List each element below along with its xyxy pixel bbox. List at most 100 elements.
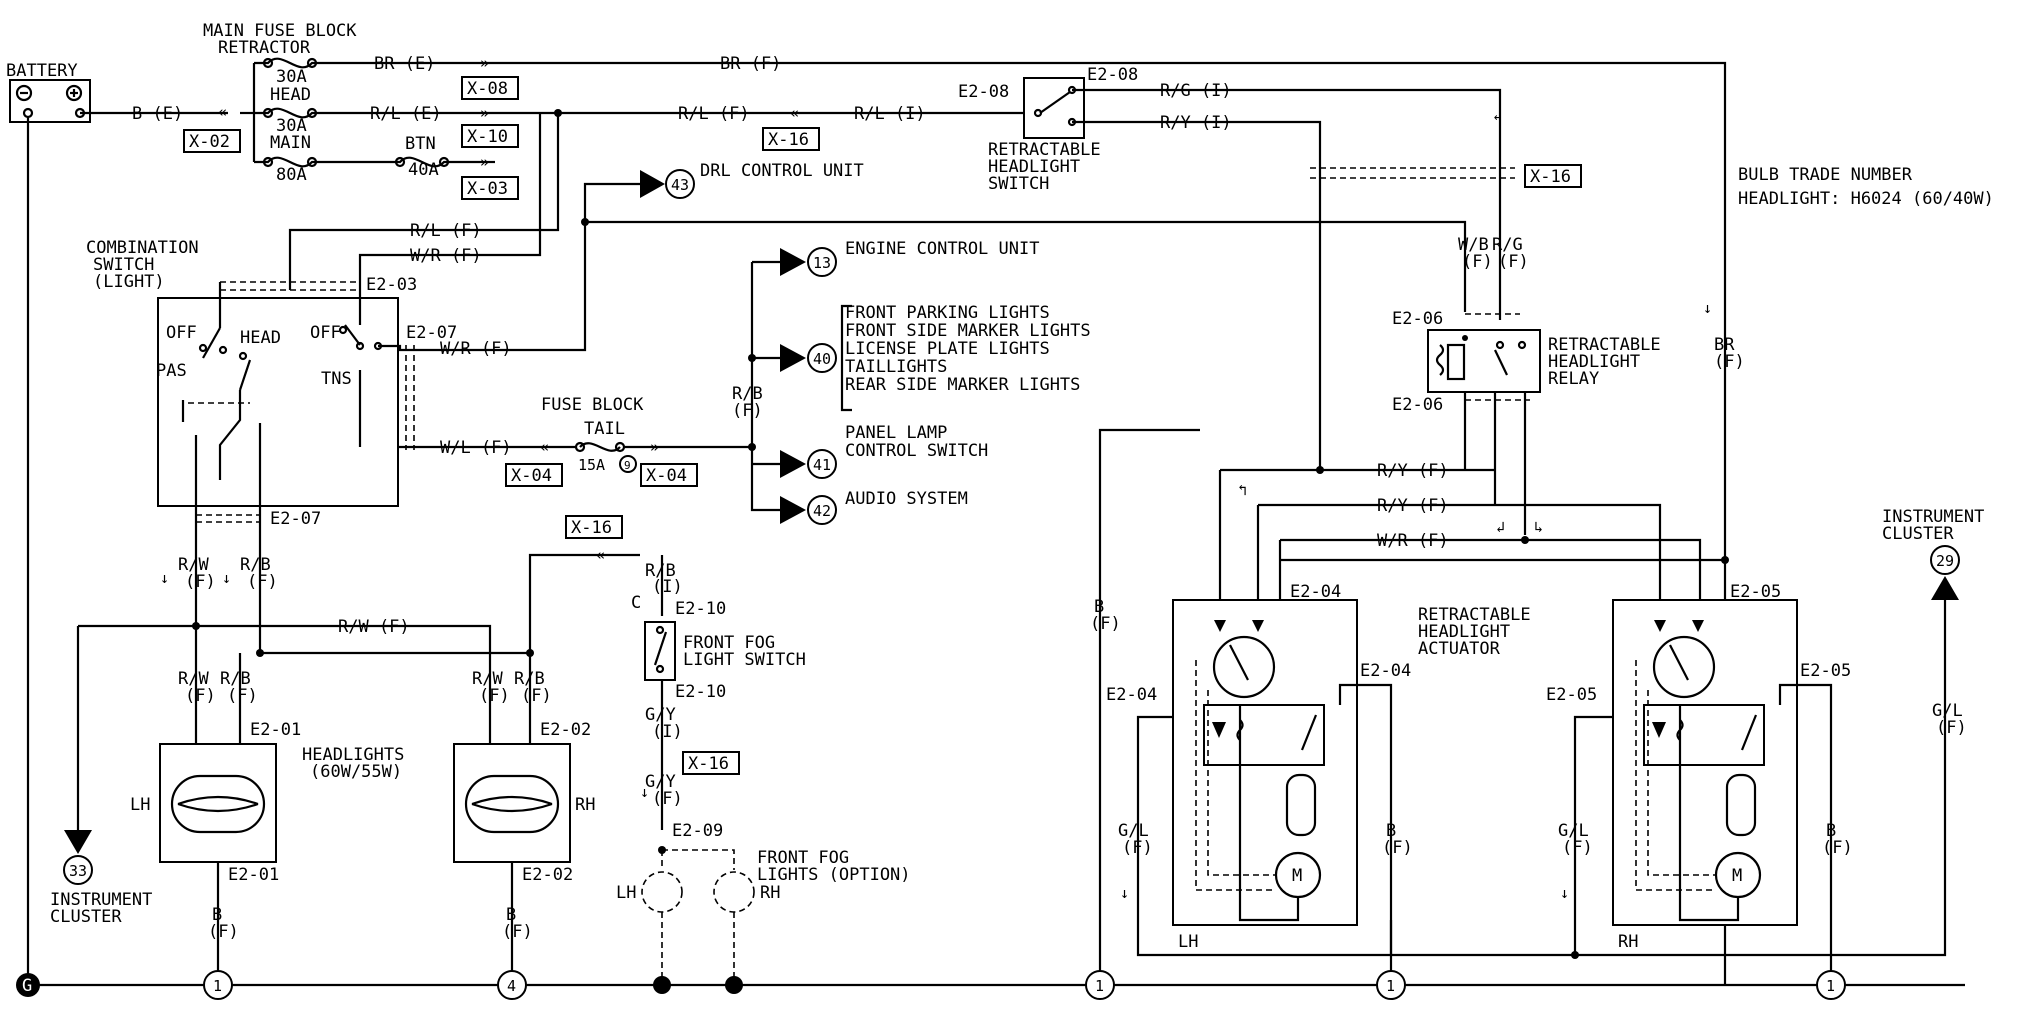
battery: BATTERY	[6, 61, 91, 123]
wire-label-f-rh2: (F)	[521, 686, 552, 706]
lights-label-4: TAILLIGHTS	[845, 357, 947, 377]
fuse-retractor	[254, 57, 340, 69]
wire-label-i-rb: (I)	[652, 577, 683, 597]
headlight-rh	[453, 743, 571, 863]
cluster-right-label-2: CLUSTER	[1882, 524, 1954, 544]
fog-rh-label: RH	[760, 883, 780, 903]
wire-label-wr-f2: W/R (F)	[440, 339, 512, 359]
ref-33-label: 33	[69, 862, 87, 880]
conn-mark: «	[540, 438, 549, 456]
wire-label-br-right: BR	[1714, 335, 1735, 355]
wire-label-f-lh2: (F)	[227, 686, 258, 706]
relay-coil-icon	[1435, 344, 1445, 376]
ref-42	[807, 495, 837, 525]
conn-mark: »	[650, 438, 659, 456]
wire-label-f-b-act-lh: (F)	[1382, 838, 1413, 858]
retractable-headlight-relay[interactable]	[1427, 329, 1541, 393]
wire-label-rb-f2: (F)	[732, 401, 763, 421]
connector-x16-d-label: X-16	[688, 754, 729, 774]
connector-x16-b	[1524, 164, 1582, 188]
ground-ref-1c	[1376, 970, 1406, 1000]
connector-x03	[461, 176, 519, 200]
headlights-label-1: HEADLIGHTS	[302, 745, 404, 765]
ref-41-label: 41	[813, 456, 831, 474]
retractable-headlight-switch[interactable]	[1023, 77, 1085, 139]
ground-ref-1d	[1816, 970, 1846, 1000]
wire-label-gy-i: G/Y	[645, 705, 676, 725]
main-fuse-block-label: MAIN FUSE BLOCK	[203, 21, 357, 41]
headlight-lh-label: LH	[130, 795, 150, 815]
connector-e2-04b: E2-04	[1360, 661, 1411, 681]
fuse-tail	[579, 442, 621, 452]
ref-42-label: 42	[813, 502, 831, 520]
arrow-mark: ↓	[1560, 884, 1569, 902]
connector-x04-b	[640, 463, 698, 487]
wire-label-br-f-top: BR (F)	[720, 54, 781, 74]
wire-label-ry-f2: R/Y (F)	[1377, 496, 1449, 516]
head-fuse-label: HEAD	[270, 85, 311, 105]
connector-x16-c-label: X-16	[571, 518, 612, 538]
conn-mark: «	[596, 546, 605, 564]
combination-switch[interactable]	[157, 297, 399, 507]
lights-label-3: LICENSE PLATE LIGHTS	[845, 339, 1050, 359]
fog-switch-label-2: LIGHT SWITCH	[683, 650, 806, 670]
connector-x16-a-label: X-16	[768, 130, 809, 150]
conn-mark: »	[480, 104, 489, 122]
connector-x16-c	[565, 515, 623, 539]
ref-40	[807, 343, 837, 373]
wire-label-ry-f1: R/Y (F)	[1377, 461, 1449, 481]
fuse-9-label: 9	[624, 459, 631, 472]
ref-13-label: 13	[813, 254, 831, 272]
cluster-right-label-1: INSTRUMENT	[1882, 507, 1984, 527]
connector-e2-07b: E2-07	[270, 509, 321, 529]
connector-x04-a-label: X-04	[511, 466, 552, 486]
wire-label-f-wb: (F)	[1462, 252, 1493, 272]
wire-label-rb-a2: (F)	[247, 572, 278, 592]
fuse-rating-30a-b: 30A	[276, 116, 307, 136]
ref-13	[807, 247, 837, 277]
actuator-label-2: HEADLIGHT	[1418, 622, 1510, 642]
fuse-rating-15a: 15A	[578, 456, 605, 474]
arrow-mark: ↓	[222, 569, 231, 587]
wire-label-gl-rh: G/L	[1558, 821, 1589, 841]
wire-label-gy-f: G/Y	[645, 772, 676, 792]
connector-x02	[183, 129, 241, 153]
conn-mark: »	[480, 54, 489, 72]
fuse-head	[254, 107, 340, 119]
wire-label-br-e: BR (E)	[374, 54, 435, 74]
wire-label-b-mid: B	[1094, 597, 1104, 617]
wire-label-rb-f: R/B	[732, 384, 763, 404]
cluster-left-label-2: CLUSTER	[50, 907, 122, 927]
fog-lh-label: LH	[616, 883, 636, 903]
fog-switch-c-label: C	[631, 593, 641, 613]
battery-neg-icon	[15, 84, 33, 102]
wire-label-f-gl-rh: (F)	[1562, 838, 1593, 858]
ground-ref-1c-label: 1	[1386, 977, 1395, 995]
wire-label-gl-lh: G/L	[1118, 821, 1149, 841]
wire-label-i-gy: (I)	[652, 722, 683, 742]
ref-43-label: 43	[671, 176, 689, 194]
connector-x10-label: X-10	[467, 127, 508, 147]
bulb-trade-number-label: BULB TRADE NUMBER	[1738, 165, 1913, 185]
retract-switch-label-3: SWITCH	[988, 174, 1049, 194]
arrow-mark: ↲	[1493, 106, 1502, 124]
arrow-mark: ↲	[1496, 518, 1505, 536]
fog-switch-label-1: FRONT FOG	[683, 633, 775, 653]
connector-e2-05c: E2-05	[1546, 685, 1597, 705]
retract-switch-label-2: HEADLIGHT	[988, 157, 1080, 177]
drl-control-unit-label: DRL CONTROL UNIT	[700, 161, 864, 181]
combination-switch-label-3: (LIGHT)	[93, 272, 165, 292]
wire-label-f-rh1: (F)	[479, 686, 510, 706]
ref-40-label: 40	[813, 350, 831, 368]
arrow-mark: ↓	[1120, 884, 1129, 902]
connector-e2-06a: E2-06	[1392, 309, 1443, 329]
ground-ref-1	[203, 970, 233, 1000]
connector-e2-10a: E2-10	[675, 599, 726, 619]
connector-x16-b-label: X-16	[1530, 167, 1571, 187]
wire-label-rl-f: R/L (F)	[410, 221, 482, 241]
wire-label-rl-e: R/L (E)	[370, 104, 442, 124]
wire-label-f-b-act-rh: (F)	[1822, 838, 1853, 858]
headlight-bulb-label: HEADLIGHT: H6024 (60/40W)	[1738, 189, 1994, 209]
